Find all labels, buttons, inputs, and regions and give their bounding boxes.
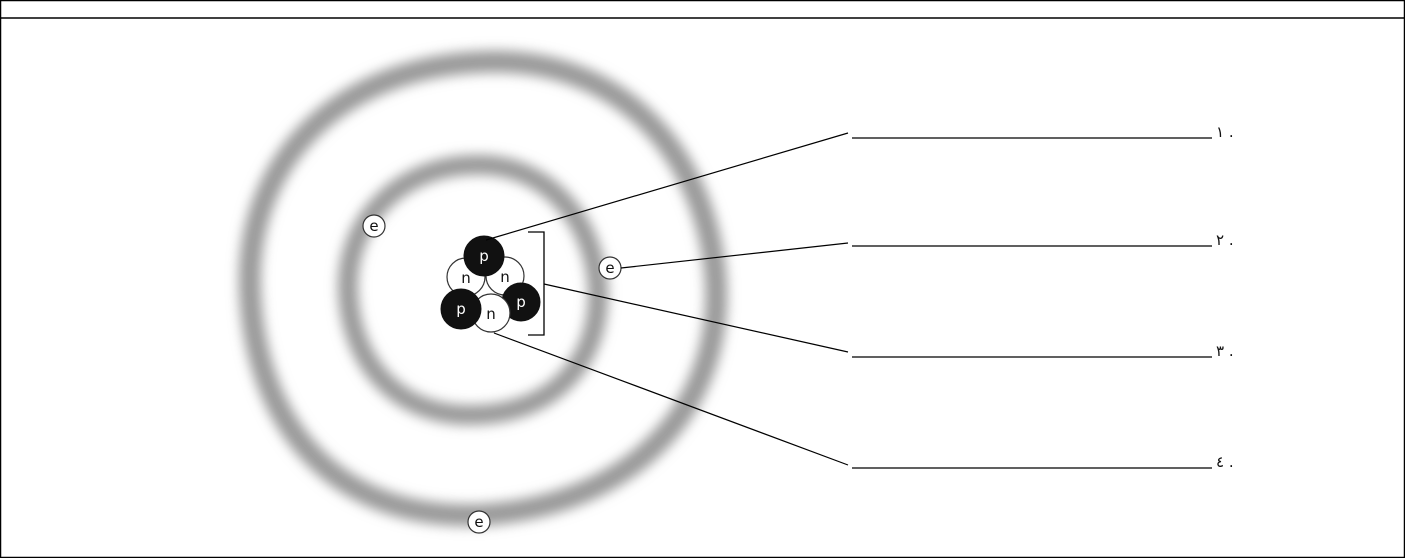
leader-line-2 — [620, 242, 849, 269]
leader-line-3 — [543, 283, 849, 353]
blank-number-3: ٣ . — [1216, 342, 1234, 360]
electron-3: e — [467, 510, 491, 534]
proton-top: p — [463, 235, 505, 277]
answer-blank-3[interactable]: ٣ . — [852, 342, 1234, 360]
proton-left: p — [440, 288, 482, 330]
nucleus: n n p n p p — [440, 235, 541, 333]
svg-text:n: n — [461, 269, 471, 287]
leader-lines — [485, 132, 849, 466]
outer-shell — [238, 50, 728, 527]
svg-text:e: e — [474, 513, 483, 531]
answer-blank-4[interactable]: ٤ . — [852, 453, 1234, 471]
electron-1: e — [362, 214, 386, 238]
svg-text:e: e — [369, 217, 378, 235]
leader-line-4 — [493, 332, 849, 466]
electron-shells — [238, 50, 728, 527]
blank-number-2: ٢ . — [1216, 231, 1234, 249]
blank-number-1: ١ . — [1216, 123, 1234, 141]
inner-shell — [337, 154, 609, 426]
answer-blank-1[interactable]: ١ . — [852, 123, 1234, 141]
svg-text:n: n — [486, 305, 496, 323]
svg-text:p: p — [456, 300, 466, 318]
svg-text:p: p — [516, 293, 526, 311]
svg-text:n: n — [500, 268, 510, 286]
svg-text:p: p — [479, 247, 489, 265]
answer-blank-2[interactable]: ٢ . — [852, 231, 1234, 249]
nucleus-bracket — [528, 231, 545, 336]
svg-text:e: e — [605, 259, 614, 277]
blank-number-4: ٤ . — [1216, 453, 1234, 471]
leader-line-1 — [485, 132, 849, 241]
electron-2: e — [598, 256, 622, 280]
